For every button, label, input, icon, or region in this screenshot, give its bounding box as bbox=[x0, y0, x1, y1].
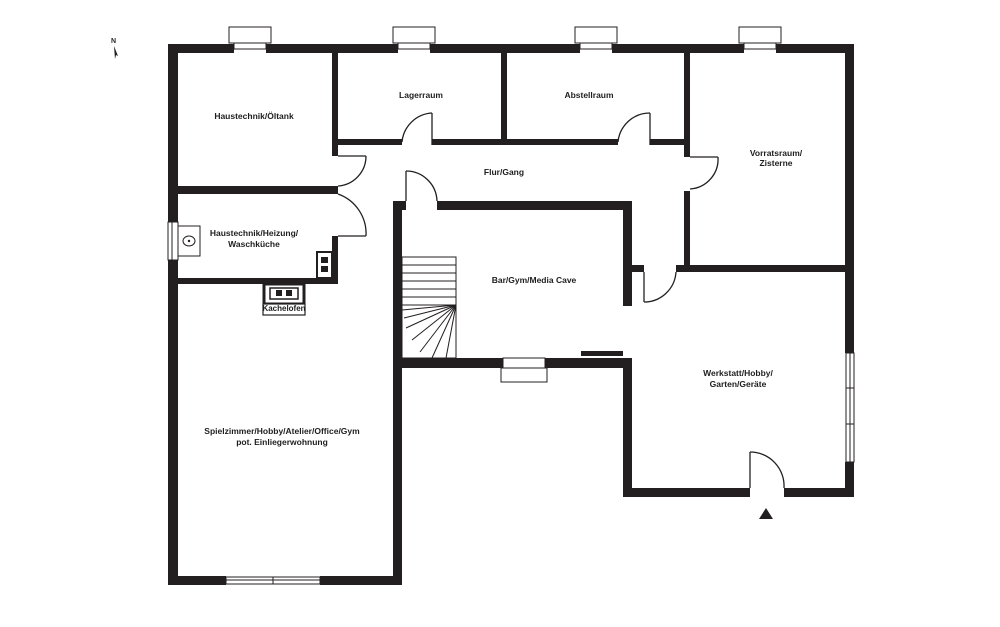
window-left bbox=[167, 221, 179, 261]
room-label-flur: Flur/Gang bbox=[484, 167, 524, 177]
kachelofen-icon bbox=[262, 282, 306, 316]
door bbox=[617, 112, 651, 145]
window bbox=[228, 26, 272, 50]
room-label-kachelofen: Kachelofen bbox=[262, 304, 305, 313]
windows-top bbox=[228, 26, 782, 50]
walls bbox=[168, 44, 854, 585]
doors bbox=[337, 112, 785, 489]
sink-icon bbox=[177, 225, 201, 257]
room-label-haustechnik-oeltank: Haustechnik/Öltank bbox=[214, 111, 294, 121]
room-label-heizung: Haustechnik/Heizung/ bbox=[210, 228, 299, 238]
window bbox=[392, 26, 436, 50]
door bbox=[643, 271, 677, 303]
entrance-triangle-icon bbox=[759, 508, 773, 519]
room-label-abstellraum: Abstellraum bbox=[564, 90, 614, 100]
door bbox=[689, 156, 719, 190]
window bbox=[574, 26, 618, 50]
compass-label: N bbox=[111, 38, 116, 45]
room-label-bar: Bar/Gym/Media Cave bbox=[492, 275, 577, 285]
room-label-lagerraum: Lagerraum bbox=[399, 90, 443, 100]
door bbox=[337, 193, 367, 237]
door bbox=[337, 155, 367, 187]
window-bottom bbox=[225, 576, 321, 585]
room-labels: Haustechnik/Öltank Lagerraum Abstellraum… bbox=[204, 90, 802, 447]
room-label-vorratsraum: Vorratsraum/ bbox=[750, 148, 803, 158]
stove-icon bbox=[316, 251, 333, 279]
staircase bbox=[401, 256, 457, 359]
door bbox=[401, 112, 433, 145]
room-label-werkstatt: Werkstatt/Hobby/ bbox=[703, 368, 773, 378]
room-label-spielzimmer: Spielzimmer/Hobby/Atelier/Office/Gym bbox=[204, 426, 360, 436]
room-label-garten: Garten/Geräte bbox=[710, 379, 767, 389]
window-right bbox=[845, 352, 855, 463]
room-label-zisterne: Zisterne bbox=[759, 158, 792, 168]
room-label-waschkueche: Waschküche bbox=[228, 239, 280, 249]
counter bbox=[581, 351, 623, 356]
entrance-door bbox=[749, 451, 785, 489]
room-label-einliegerwohnung: pot. Einliegerwohnung bbox=[236, 437, 328, 447]
window bbox=[738, 26, 782, 50]
window-bar bbox=[500, 357, 548, 383]
door bbox=[405, 170, 438, 202]
compass-arrow-icon bbox=[114, 46, 118, 59]
compass: N bbox=[111, 38, 118, 59]
